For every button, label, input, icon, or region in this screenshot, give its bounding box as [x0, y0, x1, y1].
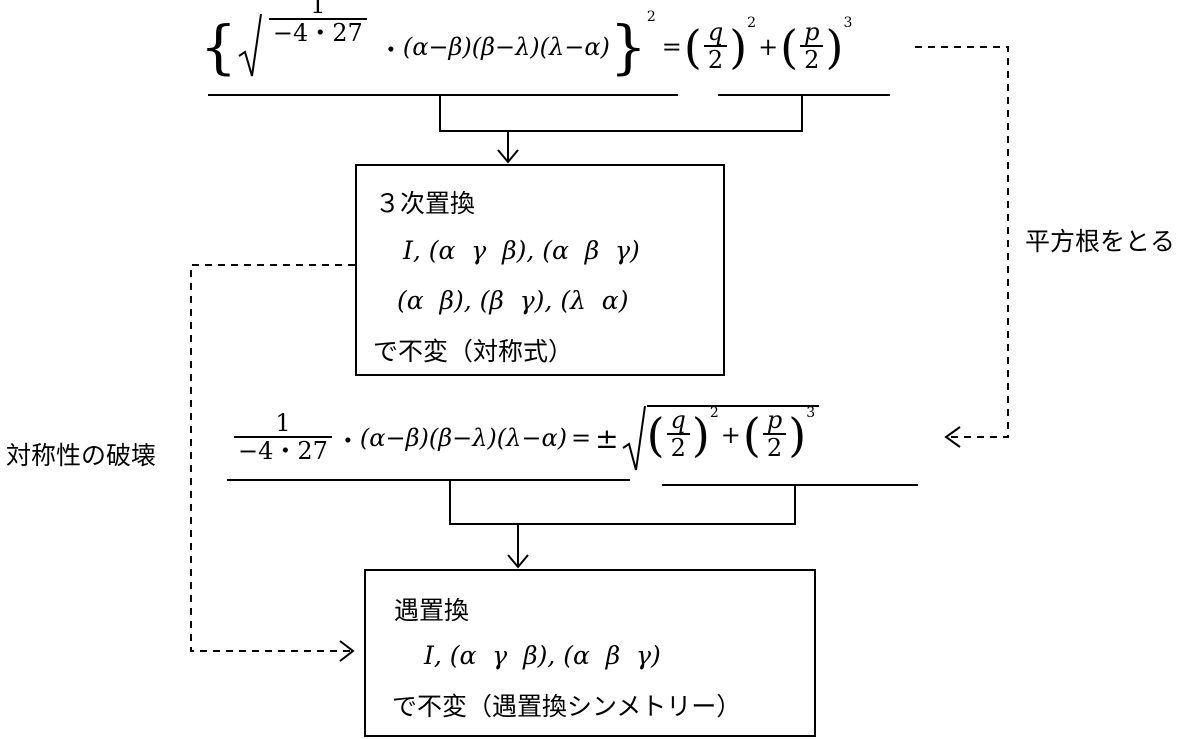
- plus-sign: +: [720, 420, 741, 449]
- arrow-top-head: [497, 149, 519, 164]
- paren-open-p: (: [780, 20, 799, 74]
- left-brace: {: [200, 13, 237, 81]
- bracket-top: [439, 96, 803, 132]
- difference-product: (α−β)(β−λ)(λ−α): [359, 424, 568, 452]
- fraction-top: 1 −4・27: [268, 0, 367, 48]
- fraction-q-over-2: q 2: [666, 406, 690, 463]
- fraction-bottom: 1 −4・27: [234, 410, 332, 466]
- paren-close-q: ): [691, 407, 710, 462]
- right-brace: }: [609, 13, 647, 81]
- paren-open-q: (: [683, 20, 702, 74]
- dashed-symmetry-path: [190, 264, 355, 652]
- exponent-q: 2: [747, 15, 757, 31]
- two-den: 2: [703, 45, 728, 75]
- two-den: 2: [762, 433, 787, 463]
- plus-minus-sign: ±: [595, 421, 619, 455]
- paren-close-q: ): [729, 20, 748, 74]
- dashed-symmetry-arrowhead: [339, 640, 355, 662]
- fraction-p-over-2: p 2: [762, 406, 787, 463]
- p-var: p: [766, 406, 783, 434]
- outer-exponent: 2: [646, 9, 656, 25]
- plus-sign: +: [758, 33, 779, 61]
- two-den: 2: [666, 433, 690, 463]
- fraction-numerator: 1: [310, 0, 326, 19]
- fraction-denominator: −4・27: [234, 436, 332, 466]
- radical-sign-icon: [238, 13, 262, 77]
- radical-sign-icon: [622, 405, 646, 471]
- fraction-p-over-2: p 2: [800, 18, 824, 75]
- multiply-dot: ・: [335, 426, 360, 455]
- box-even-line1: I, (α γ β), (α β γ): [424, 641, 661, 670]
- box-cubic-footer: で不変（対称式）: [373, 337, 574, 366]
- paren-close-p: ): [825, 20, 844, 74]
- box-cubic-title: ３次置換: [375, 189, 476, 218]
- box-cubic-line2: (α β), (β γ), (λ α): [397, 286, 629, 315]
- p-var: p: [804, 18, 820, 46]
- multiply-dot: ・: [378, 35, 403, 64]
- dashed-sqrt-arrowhead: [944, 426, 961, 448]
- exponent-p: 3: [843, 15, 853, 31]
- box-cubic-permutations: ３次置換 I, (α γ β), (α β γ) (α β), (β γ), (…: [355, 164, 725, 376]
- exponent-q: 2: [709, 404, 719, 421]
- label-symmetry-breaking: 対称性の破壊: [6, 441, 157, 470]
- box-even-permutations: 遇置換 I, (α γ β), (α β γ) で不変（遇置換シンメトリー）: [364, 569, 816, 737]
- box-even-footer: で不変（遇置換シンメトリー）: [392, 692, 742, 721]
- fraction-numerator: 1: [275, 409, 291, 437]
- arrow-bottom-head: [507, 554, 529, 569]
- paren-open-q: (: [646, 407, 665, 462]
- two-den: 2: [800, 45, 824, 75]
- paren-close-p: ): [788, 407, 807, 462]
- q-var: q: [670, 406, 686, 434]
- bracket-bottom: [449, 481, 796, 525]
- sqrt-bottom-body: ( q 2 ) 2 + ( p 2 ) 3: [646, 404, 820, 463]
- difference-product: (α−β)(β−λ)(λ−α): [402, 33, 610, 61]
- sqrt-top: 1 −4・27: [237, 0, 375, 82]
- dashed-sqrt-path: [915, 46, 1009, 438]
- exponent-p: 3: [806, 404, 816, 421]
- box-even-title: 遇置換: [394, 596, 470, 625]
- equals-sign: =: [661, 33, 682, 61]
- q-var: q: [707, 18, 724, 46]
- equation-bottom: 1 −4・27 ・ (α−β)(β−λ)(λ−α) = ± ( q 2 ) 2 …: [232, 398, 820, 478]
- equation-top: { 1 −4・27 ・ (α−β)(β−λ)(λ−α) } 2 = ( q 2 …: [200, 0, 853, 90]
- box-cubic-line1: I, (α γ β), (α β γ): [403, 236, 640, 265]
- equals-sign: =: [571, 424, 592, 452]
- label-take-square-root: 平方根をとる: [1025, 227, 1176, 256]
- paren-open-p: (: [742, 407, 761, 462]
- fraction-denominator: −4・27: [268, 18, 367, 48]
- fraction-q-over-2: q 2: [703, 18, 728, 75]
